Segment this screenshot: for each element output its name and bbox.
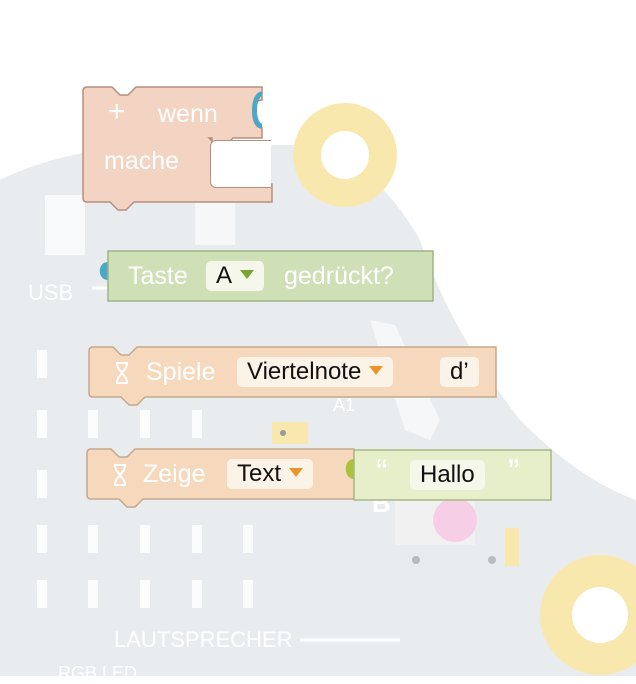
chevron-down-icon: [240, 270, 255, 280]
silk-a1: A1: [333, 395, 356, 415]
button-label-before: Taste: [128, 262, 188, 290]
button-dropdown-value: A: [216, 262, 233, 289]
led-matrix: [37, 350, 253, 608]
note-duration-dropdown[interactable]: Viertelnote: [237, 357, 394, 387]
hourglass-icon: [116, 362, 128, 384]
open-quote-icon: “: [376, 453, 388, 491]
if-do-slot: [210, 140, 271, 188]
text-value: Hallo: [420, 461, 475, 488]
output-connector: [99, 262, 108, 280]
show-type-dropdown[interactable]: Text: [227, 459, 314, 489]
button-pressed-shape: [107, 250, 434, 302]
if-input-connector: [252, 91, 263, 129]
close-quote-icon: ”: [508, 453, 520, 491]
chevron-down-icon: [289, 468, 304, 478]
silk-rgb: RGB LED: [58, 663, 138, 683]
do-label: mache: [104, 147, 180, 175]
text-value-field[interactable]: Hallo: [410, 460, 485, 490]
note-pitch-field[interactable]: d’: [440, 357, 479, 387]
button-pressed-block[interactable]: Taste A gedrückt?: [95, 250, 435, 302]
silk-speaker: LAUTSPRECHER: [114, 627, 293, 652]
text-literal-block[interactable]: “ Hallo ”: [340, 449, 554, 501]
hourglass-icon: [114, 464, 126, 486]
chevron-down-icon: [369, 366, 384, 376]
if-label: wenn: [158, 100, 218, 128]
show-type-value: Text: [237, 460, 282, 487]
button-dropdown[interactable]: A: [206, 261, 265, 291]
note-duration-value: Viertelnote: [247, 358, 362, 385]
silk-usb: USB: [28, 280, 74, 305]
if-block[interactable]: + wenn mache: [82, 86, 282, 216]
plus-icon[interactable]: +: [108, 95, 126, 128]
show-text-block[interactable]: Zeige Text: [86, 448, 366, 510]
button-label-after: gedrückt?: [284, 262, 394, 290]
text-output-connector: [345, 459, 354, 479]
play-note-block[interactable]: Spiele Viertelnote d’: [88, 346, 500, 408]
play-label: Spiele: [146, 358, 216, 386]
note-pitch-value: d’: [450, 358, 469, 385]
show-label: Zeige: [143, 460, 206, 488]
